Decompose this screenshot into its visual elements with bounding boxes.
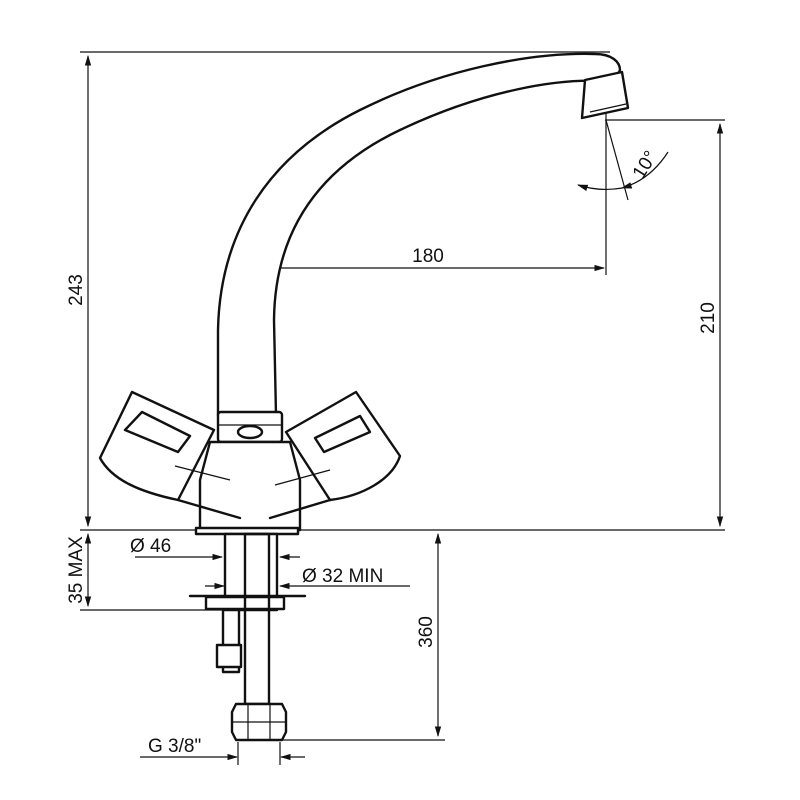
hole-diameter-label: Ø 32 MIN: [302, 566, 383, 587]
connection-thread-label: G 3/8": [148, 736, 201, 757]
mounting-assembly: [188, 532, 307, 742]
spout-height-label: 210: [698, 302, 719, 334]
dimension-deck-thickness: 35 MAX: [66, 532, 92, 608]
dimension-overall-height: 243: [66, 54, 92, 528]
spout-aerator: [580, 70, 630, 120]
right-handle: [268, 390, 402, 520]
spout-angle-label: 10°: [629, 147, 662, 182]
deck-thickness-label: 35 MAX: [66, 536, 87, 604]
fixing-nut: [215, 643, 243, 669]
faucet-body: [98, 52, 630, 536]
spout-reach-label: 180: [412, 246, 444, 267]
hose-length-label: 360: [416, 616, 437, 648]
left-handle: [98, 390, 242, 520]
dimension-connection-thread: G 3/8": [140, 736, 305, 765]
dimension-hole-diameter: Ø 32 MIN: [205, 566, 410, 590]
base-diameter-label: Ø 46: [130, 536, 171, 557]
extension-lines: [80, 51, 725, 741]
collar-ring: [236, 424, 264, 440]
dimension-spout-reach: 180: [254, 112, 607, 275]
overall-height-label: 243: [66, 274, 87, 306]
spout: [216, 52, 622, 417]
mixer-body: [198, 440, 302, 532]
dimension-base-diameter: Ø 46: [130, 536, 300, 561]
dimension-spout-height: 210: [698, 122, 724, 528]
dimension-hose-length: 360: [416, 532, 442, 738]
dimension-spout-angle: 10°: [576, 119, 669, 201]
